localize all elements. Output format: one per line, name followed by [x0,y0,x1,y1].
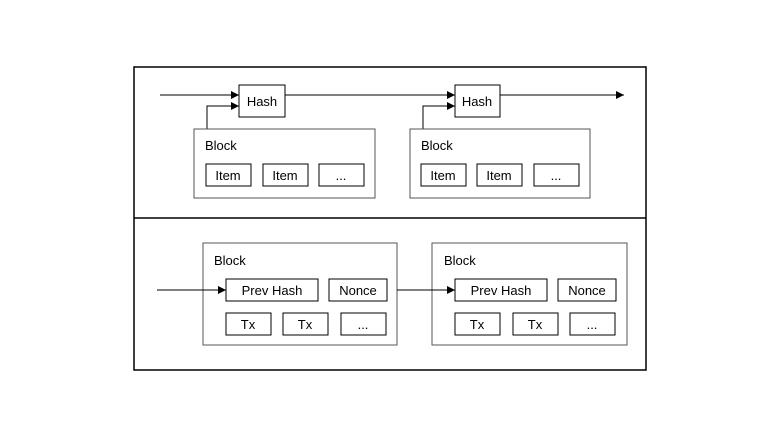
nonce-field: Nonce [568,283,606,298]
hash-label-1: Hash [247,94,277,109]
item-cell: Item [486,168,511,183]
bottom-panel: Block Prev Hash Nonce Tx Tx ... Block Pr… [157,242,628,346]
hash-box-1: Hash [238,84,286,118]
top-block-1: Block Item Item ... [193,128,376,199]
nonce-field: Nonce [339,283,377,298]
tx-cell: Tx [470,317,485,332]
prev-hash-field: Prev Hash [242,283,303,298]
top-panel: Hash Hash Block Item Item ... Block Item [160,84,624,199]
item-ellipsis: ... [336,168,347,183]
bottom-block-2: Block Prev Hash Nonce Tx Tx ... [431,242,628,346]
tx-cell: Tx [528,317,543,332]
item-cell: Item [430,168,455,183]
tx-ellipsis: ... [358,317,369,332]
block-title: Block [214,253,246,268]
hash-label-2: Hash [462,94,492,109]
block-title: Block [444,253,476,268]
tx-cell: Tx [241,317,256,332]
item-cell: Item [272,168,297,183]
tx-cell: Tx [298,317,313,332]
block-to-hash-arrow-1 [206,102,239,129]
item-cell: Item [215,168,240,183]
block-to-hash-arrow-2 [422,102,455,129]
item-ellipsis: ... [551,168,562,183]
bottom-block-1: Block Prev Hash Nonce Tx Tx ... [202,242,398,346]
tx-ellipsis: ... [587,317,598,332]
block-title: Block [421,138,453,153]
top-block-2: Block Item Item ... [409,128,591,199]
hash-box-2: Hash [454,84,501,118]
prev-hash-field: Prev Hash [471,283,532,298]
block-title: Block [205,138,237,153]
